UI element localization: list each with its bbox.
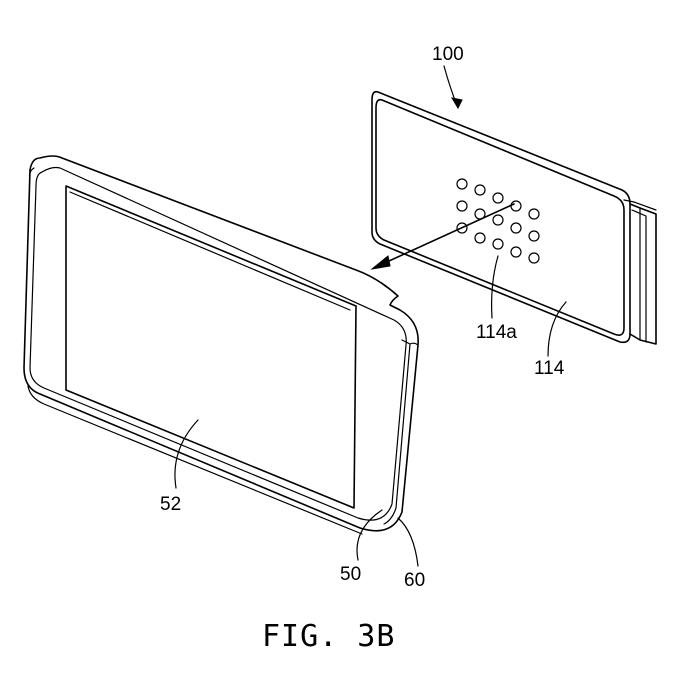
module-side-block [629, 203, 657, 345]
module-back-plate [371, 90, 631, 344]
dot [474, 232, 486, 244]
leader-114a [491, 255, 499, 319]
phone-side-edge [395, 339, 419, 509]
leader-60 [397, 517, 419, 567]
module-face-114 [375, 98, 625, 336]
arrow-head [370, 255, 391, 270]
dot [510, 222, 522, 234]
phone-side-edge-2 [383, 507, 397, 525]
dot [492, 214, 504, 226]
leader-114 [547, 301, 567, 357]
label-50: 50 [340, 564, 361, 585]
label-114a: 114a [476, 322, 517, 343]
dot [456, 178, 468, 190]
dot [528, 208, 540, 220]
label-100: 100 [432, 44, 464, 65]
dot-array-114a [456, 178, 540, 264]
phone-outer-casing [23, 155, 419, 532]
dot [492, 192, 504, 204]
phone-inner-rim [29, 166, 407, 521]
label-60: 60 [404, 570, 425, 591]
dot [474, 184, 486, 196]
dot [528, 230, 540, 242]
arrow-shaft [377, 203, 515, 267]
leader-52 [174, 419, 199, 489]
leader-50 [356, 509, 383, 561]
dot [492, 238, 504, 250]
phone-bottom-edge [27, 385, 363, 535]
phone-corner-detail [28, 167, 35, 179]
figure-caption: FIG. 3B [262, 619, 395, 654]
dot [510, 200, 522, 212]
label-52: 52 [160, 494, 181, 515]
dot [456, 222, 468, 234]
leader-100-arrowhead [450, 97, 463, 110]
label-114: 114 [534, 358, 565, 379]
phone-device [23, 155, 419, 535]
phone-screen-inner [69, 191, 351, 311]
dot [510, 246, 522, 258]
projection-arrow [370, 203, 515, 270]
phone-screen [65, 185, 357, 509]
dot [456, 200, 468, 212]
module-side-block-inner [623, 199, 657, 343]
dot [528, 252, 540, 264]
module-100 [371, 90, 657, 345]
